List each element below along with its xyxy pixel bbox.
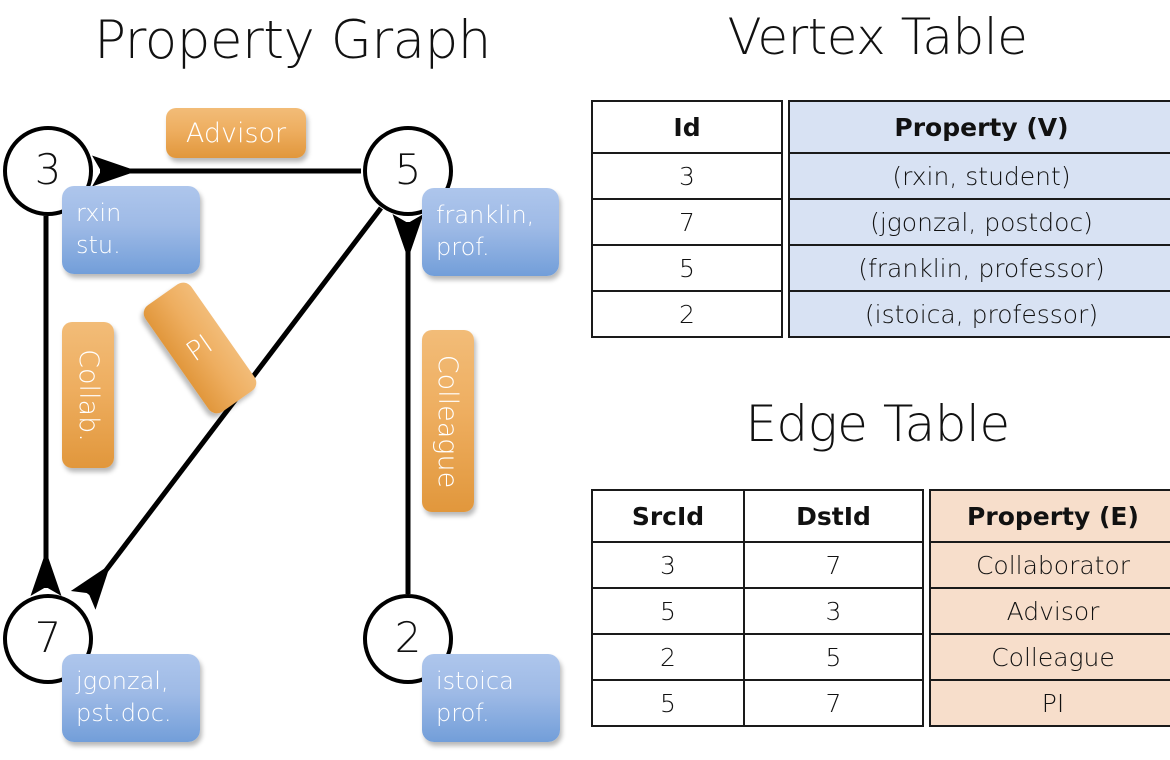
- graph-node-5-label: 5: [394, 145, 422, 195]
- edge-property-badge-colleague[interactable]: Colleague: [422, 330, 474, 512]
- edge-property-cell: PI: [929, 679, 1170, 727]
- page-title-vertex-table: Vertex Table: [727, 8, 1028, 66]
- edge-property-badge-advisor[interactable]: Advisor: [166, 108, 306, 158]
- table-row: 5 7 PI: [591, 679, 1170, 727]
- vertex-property-line-2: prof.: [436, 698, 490, 727]
- vertex-table-header-property: Property (V): [788, 100, 1170, 154]
- column-spacer: [923, 680, 930, 726]
- column-spacer: [782, 291, 789, 337]
- vertex-property-line-2: stu.: [76, 230, 121, 259]
- graph-node-2-label: 2: [394, 613, 422, 663]
- edge-property-cell: Advisor: [929, 587, 1170, 635]
- vertex-property-line-2: prof.: [436, 232, 490, 261]
- graph-node-3-label: 3: [34, 145, 62, 195]
- table-row: 5 3 Advisor: [591, 587, 1170, 635]
- edge-table-header-dstid: DstId: [743, 489, 924, 543]
- vertex-property-box-3[interactable]: rxin stu.: [62, 186, 200, 274]
- vertex-property-box-7[interactable]: jgonzal, pst.doc.: [62, 654, 200, 742]
- page-title-property-graph: Property Graph: [94, 10, 491, 71]
- edge-property-cell: Collaborator: [929, 541, 1170, 589]
- vertex-table-header-id: Id: [591, 100, 783, 154]
- vertex-property-line-1: jgonzal,: [76, 667, 169, 695]
- edge-dstid-cell: 5: [743, 633, 924, 681]
- column-spacer: [923, 588, 930, 634]
- edge-table: SrcId DstId Property (E) 3 7 Collaborato…: [591, 489, 1170, 727]
- property-graph-diagram: 3 5 7 2 rxin stu. franklin, prof. jgonza…: [3, 108, 560, 742]
- vertex-property-box-5[interactable]: franklin, prof.: [422, 188, 559, 276]
- edge-dstid-cell: 3: [743, 587, 924, 635]
- table-row: 5 (franklin, professor): [591, 244, 1170, 292]
- vertex-table: Id Property (V) 3 (rxin, student) 7 (jgo…: [591, 100, 1170, 338]
- column-spacer: [782, 199, 789, 245]
- vertex-property-line-1: rxin: [76, 199, 122, 227]
- edge-property-cell: Colleague: [929, 633, 1170, 681]
- edge-dstid-cell: 7: [743, 541, 924, 589]
- table-row: 2 5 Colleague: [591, 633, 1170, 681]
- vertex-property-cell: (jgonzal, postdoc): [788, 198, 1170, 246]
- edge-srcid-cell: 5: [591, 587, 745, 635]
- edge-srcid-cell: 2: [591, 633, 745, 681]
- column-spacer: [923, 634, 930, 680]
- vertex-id-cell: 7: [591, 198, 783, 246]
- edge-table-header-srcid: SrcId: [591, 489, 745, 543]
- vertex-property-cell: (rxin, student): [788, 152, 1170, 200]
- page-title-edge-table: Edge Table: [745, 395, 1010, 453]
- table-row: 3 (rxin, student): [591, 152, 1170, 200]
- edge-property-badge-colleague-label: Colleague: [432, 354, 464, 488]
- table-row: 7 (jgonzal, postdoc): [591, 198, 1170, 246]
- vertex-id-cell: 3: [591, 152, 783, 200]
- graph-node-5[interactable]: 5: [363, 126, 453, 216]
- graph-node-7-label: 7: [34, 613, 62, 663]
- vertex-property-line-1: franklin,: [436, 201, 535, 229]
- vertex-property-cell: (istoica, professor): [788, 290, 1170, 338]
- table-row: 2 (istoica, professor): [591, 290, 1170, 338]
- graph-node-2[interactable]: 2: [363, 594, 453, 684]
- vertex-id-cell: 5: [591, 244, 783, 292]
- column-spacer: [923, 542, 930, 588]
- vertex-id-cell: 2: [591, 290, 783, 338]
- vertex-property-line-2: pst.doc.: [76, 698, 172, 727]
- column-spacer: [782, 101, 789, 153]
- table-row: 3 7 Collaborator: [591, 541, 1170, 589]
- edge-srcid-cell: 5: [591, 679, 745, 727]
- edge-dstid-cell: 7: [743, 679, 924, 727]
- edge-property-badge-advisor-label: Advisor: [185, 117, 287, 149]
- edge-property-badge-collab[interactable]: Collab.: [62, 322, 114, 468]
- column-spacer: [782, 245, 789, 291]
- edge-srcid-cell: 3: [591, 541, 745, 589]
- column-spacer: [923, 490, 930, 542]
- edge-table-header-property: Property (E): [929, 489, 1170, 543]
- edge-property-badge-collab-label: Collab.: [72, 348, 104, 442]
- column-spacer: [782, 153, 789, 199]
- table-header-row: Id Property (V): [591, 100, 1170, 154]
- edge-property-badge-pi-label: PI: [181, 328, 219, 368]
- table-header-row: SrcId DstId Property (E): [591, 489, 1170, 543]
- vertex-property-box-2[interactable]: istoica prof.: [422, 654, 560, 742]
- vertex-property-cell: (franklin, professor): [788, 244, 1170, 292]
- vertex-property-line-1: istoica: [436, 667, 514, 695]
